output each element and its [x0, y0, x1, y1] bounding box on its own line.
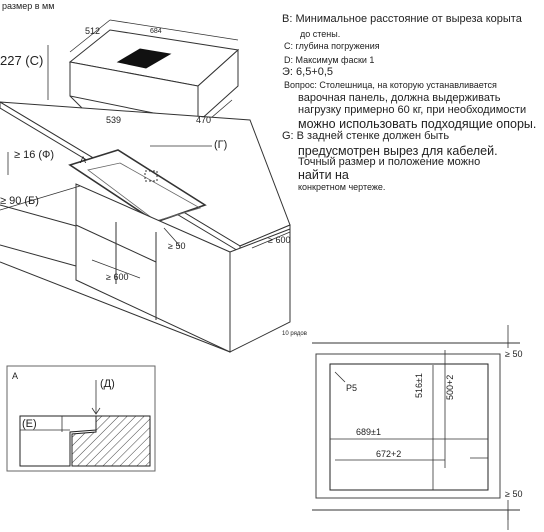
rows-label: 10 рядов: [282, 331, 307, 337]
height-dim: 227 (C): [0, 53, 44, 68]
f-dim: ≥ 16 (Ф): [14, 149, 55, 161]
note-q-line1: Вопрос: Столешница, на которую устанавли…: [284, 80, 497, 90]
note-g-line5: конкретном чертеже.: [298, 182, 386, 192]
note-e: Э: 6,5+0,5: [282, 66, 334, 78]
cutout-height-516: 516±1: [414, 373, 424, 398]
note-q-line2: варочная панель, должна выдерживать: [298, 92, 501, 104]
width-bottom-dim: 539: [106, 115, 122, 125]
detail-a-title: A: [12, 371, 19, 381]
depth-top-dim: 684: [150, 28, 162, 35]
bottom-gap-dim: ≥ 50: [505, 489, 523, 499]
detail-a-e-label: (Е): [22, 418, 37, 430]
cutout-height-500: 500+2: [445, 374, 455, 400]
b-dim: ≥ 90 (Б): [0, 195, 39, 207]
detail-a-d-label: (Д): [100, 378, 115, 390]
cabinet: [0, 183, 291, 353]
note-g-line2: предусмотрен вырез для кабелей.: [298, 144, 498, 158]
corner-radius-label: P5: [346, 383, 358, 393]
dim-600-right: ≥ 600: [268, 235, 291, 245]
dim-50-cabinet: ≥ 50: [168, 241, 186, 251]
depth-bottom-dim: 470: [196, 115, 212, 125]
note-q-line4: можно использовать подходящие опоры.: [298, 117, 537, 131]
note-c: C: глубина погружения: [284, 41, 380, 51]
note-b-line2: до стены.: [300, 29, 341, 39]
note-g-line1: G: В задней стенке должен быть: [282, 130, 450, 142]
cutout-plan: [312, 325, 520, 530]
cutout-width-672: 672+2: [376, 449, 402, 459]
cutout-width-689: 689±1: [356, 427, 381, 437]
product-box: [68, 29, 240, 129]
detail-a-drawing: [19, 380, 151, 467]
note-g-line4: найти на: [298, 168, 349, 182]
dim-600-inner: ≥ 600: [106, 272, 129, 282]
note-b-line1: B: Минимальное расстояние от выреза коры…: [282, 13, 522, 25]
g-marker: (Г): [214, 139, 228, 151]
note-q-line3: нагрузку примерно 60 кг, при необходимос…: [298, 104, 527, 116]
units-label: размер в мм: [2, 1, 55, 11]
note-d: D: Максимум фаски 1: [284, 55, 375, 65]
countertop-dimension-lines: [0, 145, 291, 279]
width-top-dim: 512: [85, 26, 101, 36]
top-gap-dim: ≥ 50: [505, 349, 523, 359]
note-g-line3: Точный размер и положение можно: [298, 156, 481, 168]
a-marker: A: [80, 155, 87, 165]
